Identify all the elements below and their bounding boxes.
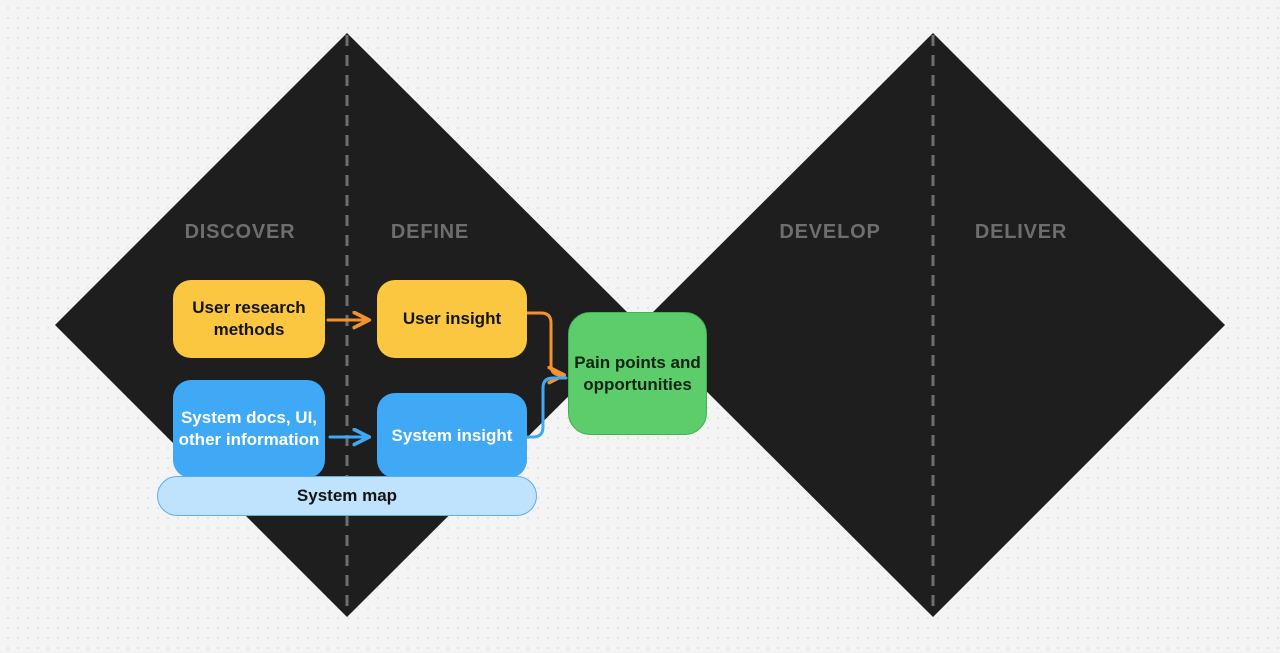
node-system-docs-ui-other-information[interactable]: System docs, UI, other information — [173, 380, 325, 478]
node-user-research-methods[interactable]: User research methods — [173, 280, 325, 358]
phase-label-define: DEFINE — [390, 221, 470, 243]
node-pain-points-and-opportunities[interactable]: Pain points and opportunities — [568, 312, 707, 435]
phase-label-develop: DEVELOP — [779, 221, 881, 243]
node-system-insight[interactable]: System insight — [377, 393, 527, 478]
node-system-map[interactable]: System map — [157, 476, 537, 516]
phase-label-discover: DISCOVER — [184, 221, 296, 243]
phase-label-deliver: DELIVER — [974, 221, 1068, 243]
node-user-insight[interactable]: User insight — [377, 280, 527, 358]
